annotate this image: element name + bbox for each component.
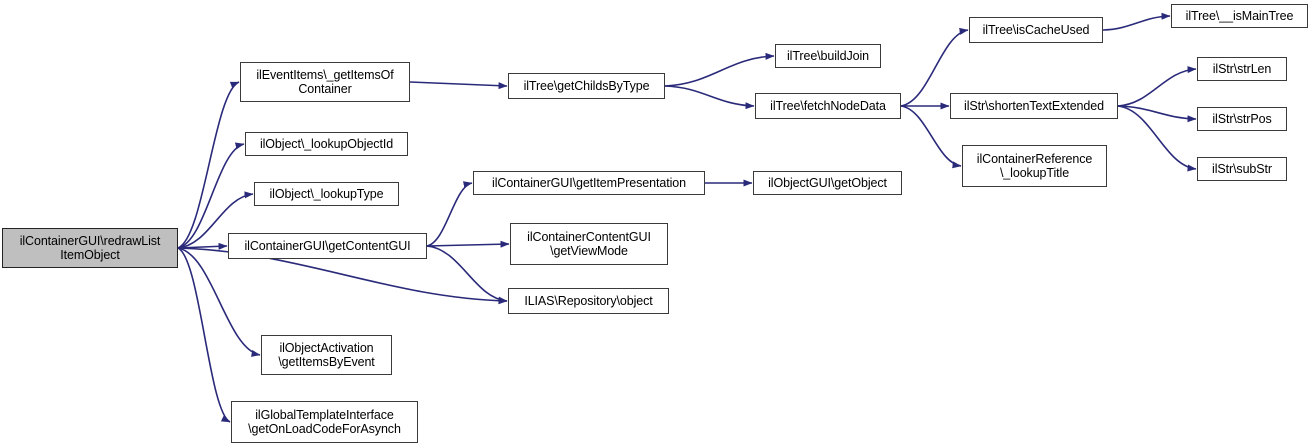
node-label: ilGlobalTemplateInterface \getOnLoadCode…	[248, 408, 401, 436]
graph-node-lookuptype[interactable]: ilObject\_lookupType	[254, 182, 399, 206]
node-label: ilStr\strLen	[1212, 62, 1272, 76]
node-label: ilContainerContentGUI \getViewMode	[527, 230, 651, 258]
graph-node-getonloadcodeforasynch[interactable]: ilGlobalTemplateInterface \getOnLoadCode…	[231, 401, 418, 443]
graph-node-fetchnodedata[interactable]: ilTree\fetchNodeData	[755, 93, 901, 119]
graph-node-ismaintree[interactable]: ilTree\__isMainTree	[1171, 4, 1308, 28]
node-label: ilObject\_lookupObjectId	[259, 137, 394, 151]
node-label: ilTree\buildJoin	[786, 49, 869, 63]
graph-node-substr[interactable]: ilStr\subStr	[1197, 157, 1287, 181]
node-label: ilTree\isCacheUsed	[982, 23, 1090, 37]
node-label: ilObject\_lookupType	[269, 187, 384, 201]
node-label: ilStr\strPos	[1212, 112, 1272, 126]
edge-shortenTextExtended-to-strPos	[1117, 105, 1197, 123]
graph-node-lookuptitle[interactable]: ilContainerReference \_lookupTitle	[962, 145, 1107, 187]
graph-node-lookupobjectid[interactable]: ilObject\_lookupObjectId	[245, 132, 408, 156]
node-label: ilObjectGUI\getObject	[768, 176, 887, 190]
graph-node-buildjoin[interactable]: ilTree\buildJoin	[775, 44, 881, 68]
graph-node-getitemsofcontainer[interactable]: ilEventItems\_getItemsOf Container	[240, 62, 410, 102]
graph-node-getitempresentation[interactable]: ilContainerGUI\getItemPresentation	[473, 171, 705, 195]
edge-redrawListItemObject-to-getItemsOfContainer	[177, 81, 240, 249]
edge-getContentGUI-to-repositoryObject	[426, 245, 508, 304]
node-label: ilEventItems\_getItemsOf Container	[256, 68, 394, 96]
node-label: ilContainerReference \_lookupTitle	[976, 152, 1093, 180]
edge-getChildsByType-to-buildJoin	[664, 52, 775, 87]
edge-getContentGUI-to-getItemPresentation	[426, 181, 473, 247]
graph-node-getcontentgui[interactable]: ilContainerGUI\getContentGUI	[228, 233, 427, 259]
edge-isCacheUsed-to-isMainTree	[1102, 12, 1171, 31]
edge-getItemsOfContainer-to-getChildsByType	[409, 81, 508, 90]
node-label: ILIAS\Repository\object	[524, 294, 653, 308]
node-label: ilContainerGUI\getContentGUI	[244, 239, 411, 253]
node-label: ilObjectActivation \getItemsByEvent	[278, 341, 375, 369]
edge-shortenTextExtended-to-subStr	[1117, 105, 1197, 172]
edge-shortenTextExtended-to-strLen	[1117, 66, 1197, 107]
node-label: ilContainerGUI\redrawList ItemObject	[19, 234, 161, 262]
edge-redrawListItemObject-to-getOnLoadCodeForAsynch	[177, 247, 231, 423]
graph-node-getviewmode[interactable]: ilContainerContentGUI \getViewMode	[510, 223, 668, 265]
graph-node-redrawlistitemobject[interactable]: ilContainerGUI\redrawList ItemObject	[2, 228, 178, 268]
graph-node-strpos[interactable]: ilStr\strPos	[1197, 107, 1287, 131]
graph-node-getobject[interactable]: ilObjectGUI\getObject	[753, 171, 902, 195]
graph-node-repositoryobject[interactable]: ILIAS\Repository\object	[508, 288, 669, 314]
graph-node-getitemsbyevent[interactable]: ilObjectActivation \getItemsByEvent	[261, 335, 392, 375]
graph-node-getchildsbytype[interactable]: ilTree\getChildsByType	[508, 73, 665, 99]
node-label: ilContainerGUI\getItemPresentation	[492, 176, 686, 190]
node-label: ilStr\subStr	[1212, 162, 1272, 176]
node-label: ilTree\fetchNodeData	[770, 99, 886, 113]
graph-node-iscacheused[interactable]: ilTree\isCacheUsed	[969, 17, 1103, 43]
graph-node-shortentextextended[interactable]: ilStr\shortenTextExtended	[950, 93, 1118, 119]
edge-redrawListItemObject-to-getItemsByEvent	[177, 247, 261, 357]
node-label: ilTree\getChildsByType	[523, 79, 650, 93]
edge-redrawListItemObject-to-getContentGUI	[177, 242, 228, 250]
node-label: ilStr\shortenTextExtended	[964, 99, 1104, 113]
node-label: ilTree\__isMainTree	[1185, 9, 1294, 23]
edge-getChildsByType-to-fetchNodeData	[664, 85, 755, 110]
edge-getContentGUI-to-getViewMode	[426, 240, 510, 248]
graph-node-strlen[interactable]: ilStr\strLen	[1197, 57, 1287, 81]
